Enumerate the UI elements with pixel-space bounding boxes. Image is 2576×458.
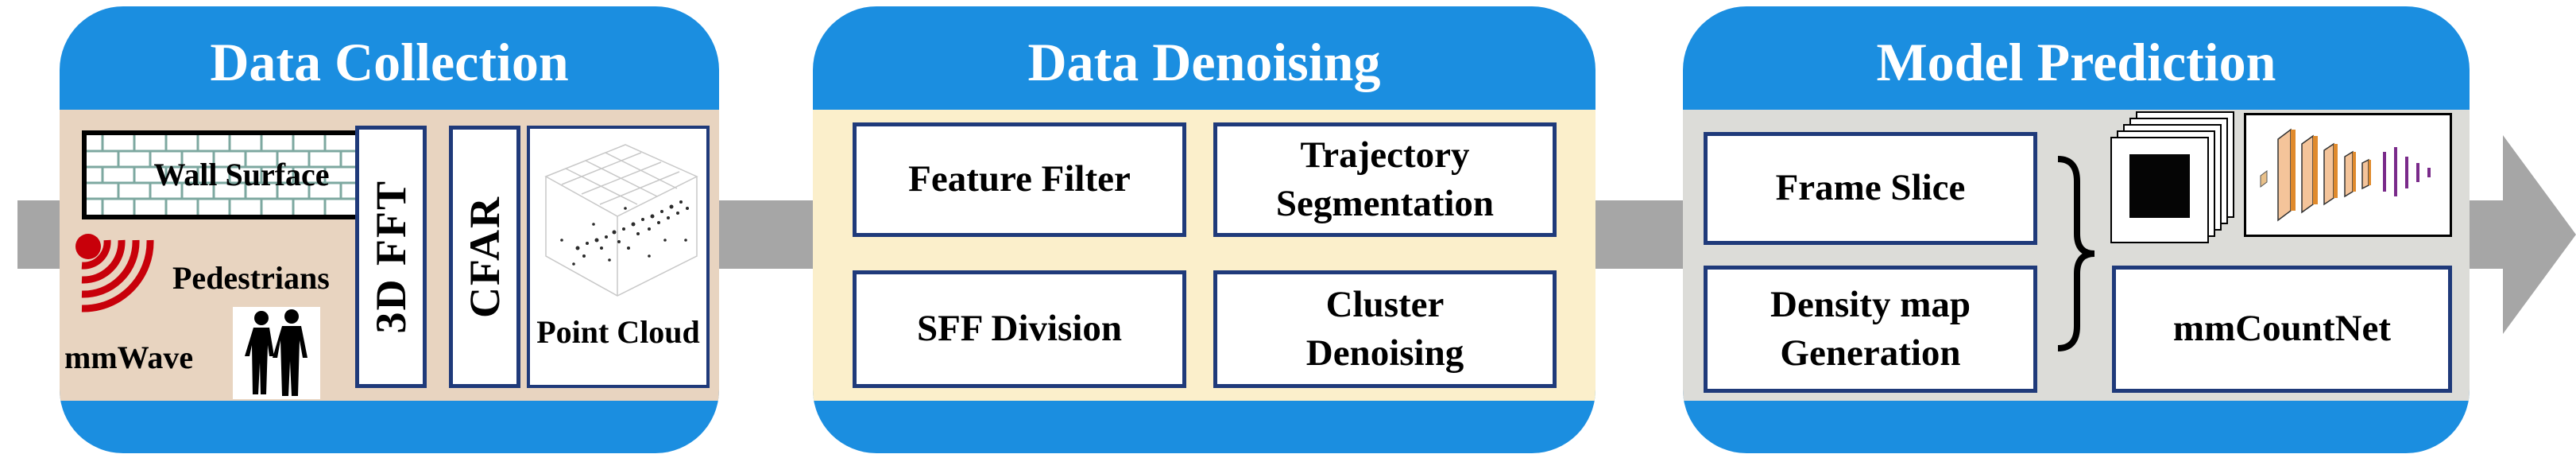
trajectory-segmentation-label: Trajectory Segmentation <box>1275 134 1495 224</box>
flow-arrow-head-icon <box>2503 135 2576 334</box>
3d-fft-box: 3D FFT <box>355 126 427 388</box>
trajectory-segmentation-box: Trajectory Segmentation <box>1213 122 1557 237</box>
frame-slice-label: Frame Slice <box>1775 167 1966 209</box>
model-prediction-body: Frame Slice Density map Generation <box>1683 110 2470 401</box>
mmwave-label: mmWave <box>64 340 194 375</box>
mmcountnet-box: mmCountNet <box>2112 266 2452 393</box>
model-prediction-title: Model Prediction <box>1876 32 2276 92</box>
wall-surface-label: Wall Surface <box>153 157 330 192</box>
cluster-denoising-label: Cluster Denoising <box>1305 283 1464 374</box>
data-collection-panel: Data Collection <box>60 6 719 453</box>
radar-wave-icon <box>75 234 154 312</box>
brick-wall-icon: Wall Surface <box>82 130 401 219</box>
pedestrians-label: Pedestrians <box>172 260 330 296</box>
cfar-label: CFAR <box>460 196 509 318</box>
3d-fft-label: 3D FFT <box>366 180 415 334</box>
data-collection-body: Wall Surface Pedestrians mmWave <box>60 110 719 401</box>
density-map-generation-label: Density map Generation <box>1770 283 1971 374</box>
data-collection-title: Data Collection <box>210 32 569 92</box>
data-denoising-panel: Data Denoising Feature Filter Trajectory… <box>813 6 1595 453</box>
cfar-box: CFAR <box>449 126 520 388</box>
model-prediction-panel: Model Prediction Frame Slice Density map… <box>1683 6 2470 453</box>
data-denoising-title: Data Denoising <box>1027 32 1381 92</box>
sff-division-label: SFF Division <box>916 308 1123 350</box>
point-cloud-label: Point Cloud <box>536 314 700 350</box>
pedestrians-silhouette-icon <box>233 307 320 399</box>
brace-icon <box>2057 156 2095 351</box>
density-map-generation-box: Density map Generation <box>1704 266 2037 393</box>
mmcountnet-label: mmCountNet <box>2172 308 2392 350</box>
point-cloud-plot-icon <box>544 144 698 297</box>
feature-filter-label: Feature Filter <box>908 158 1131 200</box>
frame-stack-icon <box>2109 110 2236 245</box>
feature-filter-box: Feature Filter <box>853 122 1186 237</box>
data-denoising-body: Feature Filter Trajectory Segmentation S… <box>813 110 1595 401</box>
point-cloud-box: Point Cloud <box>527 126 710 388</box>
network-architecture-icon <box>2260 128 2431 222</box>
network-architecture-box <box>2244 113 2452 237</box>
frame-slice-box: Frame Slice <box>1704 132 2037 245</box>
sff-division-box: SFF Division <box>853 270 1186 388</box>
cluster-denoising-box: Cluster Denoising <box>1213 270 1557 388</box>
